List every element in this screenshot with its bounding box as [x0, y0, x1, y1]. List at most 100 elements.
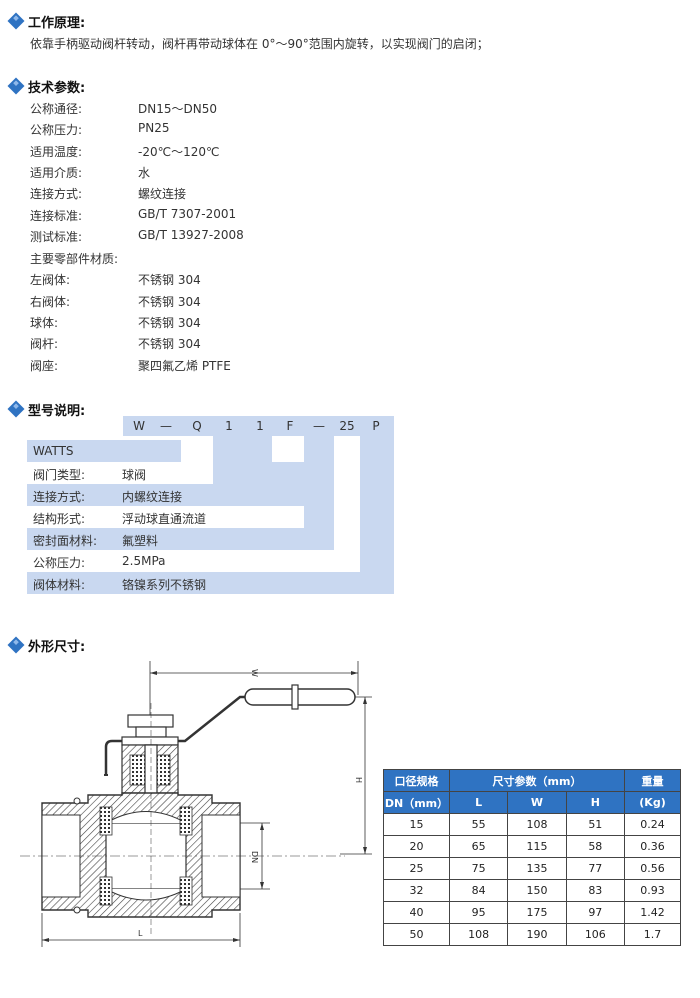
- table-cell: 0.93: [624, 879, 681, 902]
- table-cell: 0.36: [624, 835, 681, 858]
- spec-label: 连接方式:: [30, 187, 83, 201]
- model-code: W: [133, 419, 145, 433]
- model-row-value: 2.5MPa: [122, 554, 166, 568]
- spec-label: 阀杆:: [30, 337, 59, 351]
- model-code: 1: [225, 419, 233, 433]
- ball-valve-drawing: W H DN L: [20, 661, 372, 947]
- spec-value: 聚四氟乙烯 PTFE: [138, 359, 231, 373]
- table-cell: 97: [565, 901, 626, 924]
- spec-value: GB/T 7307-2001: [138, 207, 237, 221]
- model-row-value: 铬镍系列不锈钢: [122, 578, 207, 592]
- table-cell: 50: [383, 923, 450, 946]
- spec-label: 阀座:: [30, 359, 59, 373]
- table-cell: 1.7: [624, 923, 681, 946]
- table-row: 15 55 108 51 0.24: [383, 813, 681, 836]
- header-dn-bottom: DN（mm）: [383, 791, 450, 814]
- model-row-label: 公称压力:: [33, 556, 86, 570]
- header-col-h: H: [565, 791, 626, 814]
- table-cell: 84: [448, 879, 509, 902]
- model-code: 25: [339, 419, 355, 433]
- header-size: 尺寸参数（mm）: [449, 769, 625, 792]
- table-cell: 65: [448, 835, 509, 858]
- table-cell: 40: [383, 901, 450, 924]
- model-title: 型号说明:: [28, 404, 86, 419]
- spec-value: 不锈钢 304: [138, 316, 201, 330]
- table-cell: 108: [448, 923, 509, 946]
- spec-value: PN25: [138, 121, 170, 135]
- spec-label: 左阀体:: [30, 273, 71, 287]
- spec-label: 适用温度:: [30, 145, 83, 159]
- table-cell: 75: [448, 857, 509, 880]
- table-cell: 20: [383, 835, 450, 858]
- spec-value: 不锈钢 304: [138, 337, 201, 351]
- model-block: [27, 484, 245, 506]
- table-cell: 58: [565, 835, 626, 858]
- model-row-value: 氟塑料: [122, 534, 159, 548]
- spec-value: -20℃～120℃: [138, 145, 220, 159]
- header-weight-bottom: (Kg): [624, 791, 681, 814]
- table-row: 32 84 150 83 0.93: [383, 879, 681, 902]
- model-code: P: [372, 419, 380, 433]
- table-cell: 95: [448, 901, 509, 924]
- table-cell: 83: [565, 879, 626, 902]
- table-cell: 108: [507, 813, 567, 836]
- section-bullet-icon: [7, 12, 25, 30]
- table-cell: 0.24: [624, 813, 681, 836]
- table-row: 20 65 115 58 0.36: [383, 835, 681, 858]
- model-code: Q: [192, 419, 202, 433]
- table-cell: 32: [383, 879, 450, 902]
- spec-value: 不锈钢 304: [138, 273, 201, 287]
- spec-label: 公称压力:: [30, 123, 83, 137]
- spec-label: 公称通径:: [30, 102, 83, 116]
- table-cell: 1.42: [624, 901, 681, 924]
- model-code: —: [160, 419, 172, 433]
- spec-label: 右阀体:: [30, 295, 71, 309]
- model-brand: WATTS: [33, 444, 74, 458]
- model-row-label: 连接方式:: [33, 490, 86, 504]
- model-row-label: 结构形式:: [33, 512, 86, 526]
- spec-label: 球体:: [30, 316, 59, 330]
- spec-label: 连接标准:: [30, 209, 83, 223]
- spec-value: GB/T 13927-2008: [138, 228, 244, 242]
- dim-dn-label: DN: [250, 851, 259, 863]
- spec-value: 不锈钢 304: [138, 295, 201, 309]
- table-row: 40 95 175 97 1.42: [383, 901, 681, 924]
- table-cell: 150: [507, 879, 567, 902]
- specs-title: 技术参数:: [28, 81, 86, 96]
- section-bullet-icon: [7, 400, 25, 418]
- dimensions-title: 外形尺寸:: [28, 640, 86, 655]
- header-dn-top: 口径规格: [383, 769, 450, 792]
- model-code: F: [286, 419, 294, 433]
- model-row-value: 浮动球直通流道: [122, 512, 207, 526]
- model-row-label: 阀门类型:: [33, 468, 86, 482]
- table-cell: 77: [565, 857, 626, 880]
- model-code: —: [313, 419, 325, 433]
- table-cell: 55: [448, 813, 509, 836]
- principle-text: 依靠手柄驱动阀杆转动，阀杆再带动球体在 0°～90°范围内旋转，以实现阀门的启闭…: [30, 37, 489, 51]
- table-cell: 135: [507, 857, 567, 880]
- principle-title: 工作原理:: [28, 16, 86, 31]
- header-weight-top: 重量: [624, 769, 681, 792]
- model-block: [27, 572, 394, 594]
- model-row-value: 内螺纹连接: [122, 490, 183, 504]
- model-block: [360, 436, 394, 572]
- table-cell: 25: [383, 857, 450, 880]
- model-block: [27, 440, 181, 462]
- dim-w-label: W: [250, 669, 259, 677]
- model-block: [27, 528, 304, 550]
- spec-label: 测试标准:: [30, 230, 83, 244]
- table-cell: 0.56: [624, 857, 681, 880]
- spec-label: 主要零部件材质:: [30, 252, 119, 266]
- table-cell: 15: [383, 813, 450, 836]
- model-row-value: 球阀: [122, 468, 147, 482]
- table-cell: 175: [507, 901, 567, 924]
- spec-value: DN15～DN50: [138, 102, 217, 116]
- table-cell: 115: [507, 835, 567, 858]
- spec-value: 螺纹连接: [138, 187, 187, 201]
- section-bullet-icon: [7, 77, 25, 95]
- dim-l-label: L: [138, 929, 143, 938]
- header-col-l: L: [448, 791, 509, 814]
- table-cell: 51: [565, 813, 626, 836]
- model-row-label: 密封面材料:: [33, 534, 98, 548]
- table-cell: 106: [565, 923, 626, 946]
